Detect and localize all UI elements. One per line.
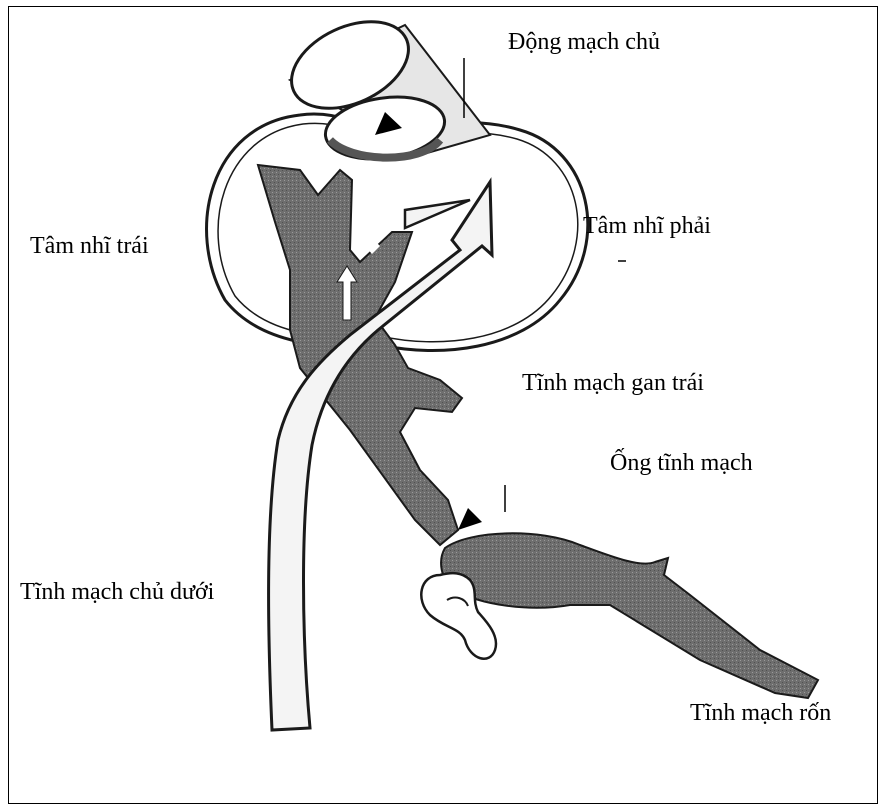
label-left-hepatic-vein: Tĩnh mạch gan trái (522, 371, 704, 395)
ductus-marker-arrowhead (458, 508, 482, 530)
label-inferior-vena-cava: Tĩnh mạch chủ dưới (20, 580, 214, 604)
label-umbilical-vein: Tĩnh mạch rốn (690, 701, 831, 725)
umbilical-vein (441, 533, 818, 698)
label-left-atrium: Tâm nhĩ trái (30, 234, 149, 258)
label-ductus-venosus: Ống tĩnh mạch (610, 451, 753, 475)
label-right-atrium: Tâm nhĩ phải (583, 214, 711, 238)
label-aorta: Động mạch chủ (508, 30, 660, 54)
